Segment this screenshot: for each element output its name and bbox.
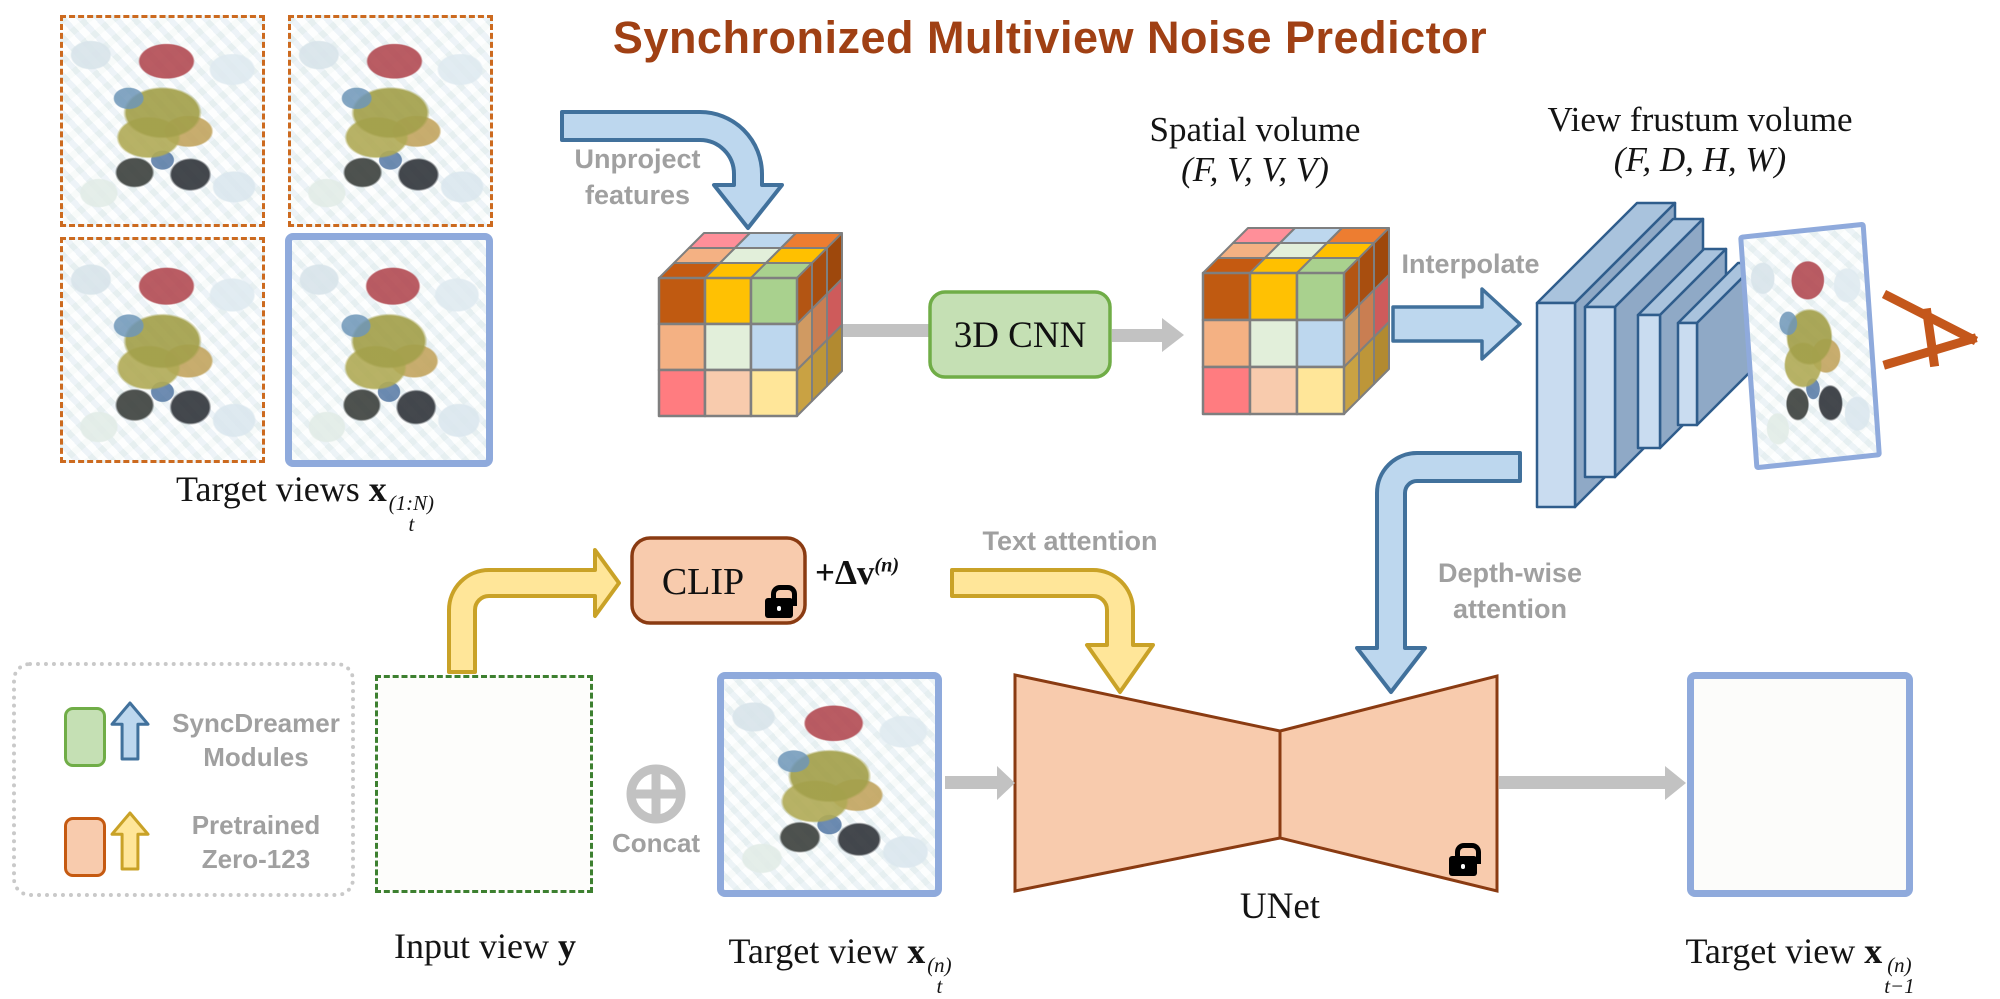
unet-encoder — [1013, 673, 1282, 893]
label-concat: Concat — [611, 828, 701, 858]
interpolate-arrow — [1391, 287, 1522, 361]
clip-box — [630, 536, 807, 625]
label-interpolate: Interpolate — [1401, 249, 1540, 279]
legend-arrows — [110, 701, 150, 871]
target-view-image-3 — [60, 237, 265, 463]
connector-cube-to-cnn — [843, 324, 935, 337]
legend-swatch-zero123 — [64, 817, 106, 877]
label-text-attention: Text attention — [982, 526, 1158, 556]
spatial-volume-cube — [1201, 227, 1390, 416]
label-spatial-volume: Spatial volume (F, V, V, V) — [1149, 110, 1361, 189]
input-to-clip-arrow — [447, 548, 621, 674]
target-view-image-4-selected — [285, 233, 493, 467]
arrow-unet-to-output-shaft — [1499, 776, 1665, 789]
arrow-target-to-unet-head — [997, 766, 1015, 800]
arrow-cnn-to-cube-shaft — [1112, 329, 1164, 342]
camera-view-icon — [1881, 289, 1979, 370]
caption-target-views: Target views x(1:N)t — [176, 469, 434, 536]
figure-title: Synchronized Multiview Noise Predictor — [612, 12, 1488, 63]
legend-swatch-syncdreamer — [64, 707, 106, 767]
input-view-image — [375, 675, 593, 893]
text-attention-arrow — [950, 568, 1155, 694]
arrow-target-to-unet-shaft — [945, 776, 997, 789]
clip-lock-icon — [765, 585, 797, 619]
clip-label: CLIP — [662, 561, 744, 603]
unet-lock-icon — [1449, 843, 1481, 877]
depth-attention-arrow — [1355, 451, 1522, 694]
feature-volume-cube — [657, 232, 843, 418]
frustum-projected-image — [1738, 221, 1882, 471]
cnn3d-box — [928, 290, 1112, 379]
caption-target-view-t: Target view x(n)t — [728, 931, 952, 998]
concat-icon — [626, 764, 686, 824]
unet-label: UNet — [1239, 886, 1321, 927]
caption-target-view-t1: Target view x(n)t−1 — [1685, 931, 1915, 998]
target-view-t-image — [717, 672, 942, 897]
label-view-frustum-volume: View frustum volume (F, D, H, W) — [1547, 100, 1853, 179]
target-view-t1-image — [1687, 672, 1913, 897]
cnn3d-label: 3D CNN — [954, 315, 1087, 356]
unproject-arrow — [560, 110, 784, 230]
target-view-image-2 — [288, 15, 493, 227]
view-frustum-slabs — [1535, 201, 1759, 509]
unet-decoder — [1278, 674, 1499, 893]
arrow-cnn-to-cube-head — [1162, 318, 1184, 352]
caption-input-view: Input view y — [394, 926, 576, 966]
target-view-image-1 — [60, 15, 265, 227]
delta-embedding-label: +Δv(n) — [815, 553, 900, 592]
arrow-unet-to-output-head — [1665, 766, 1686, 800]
